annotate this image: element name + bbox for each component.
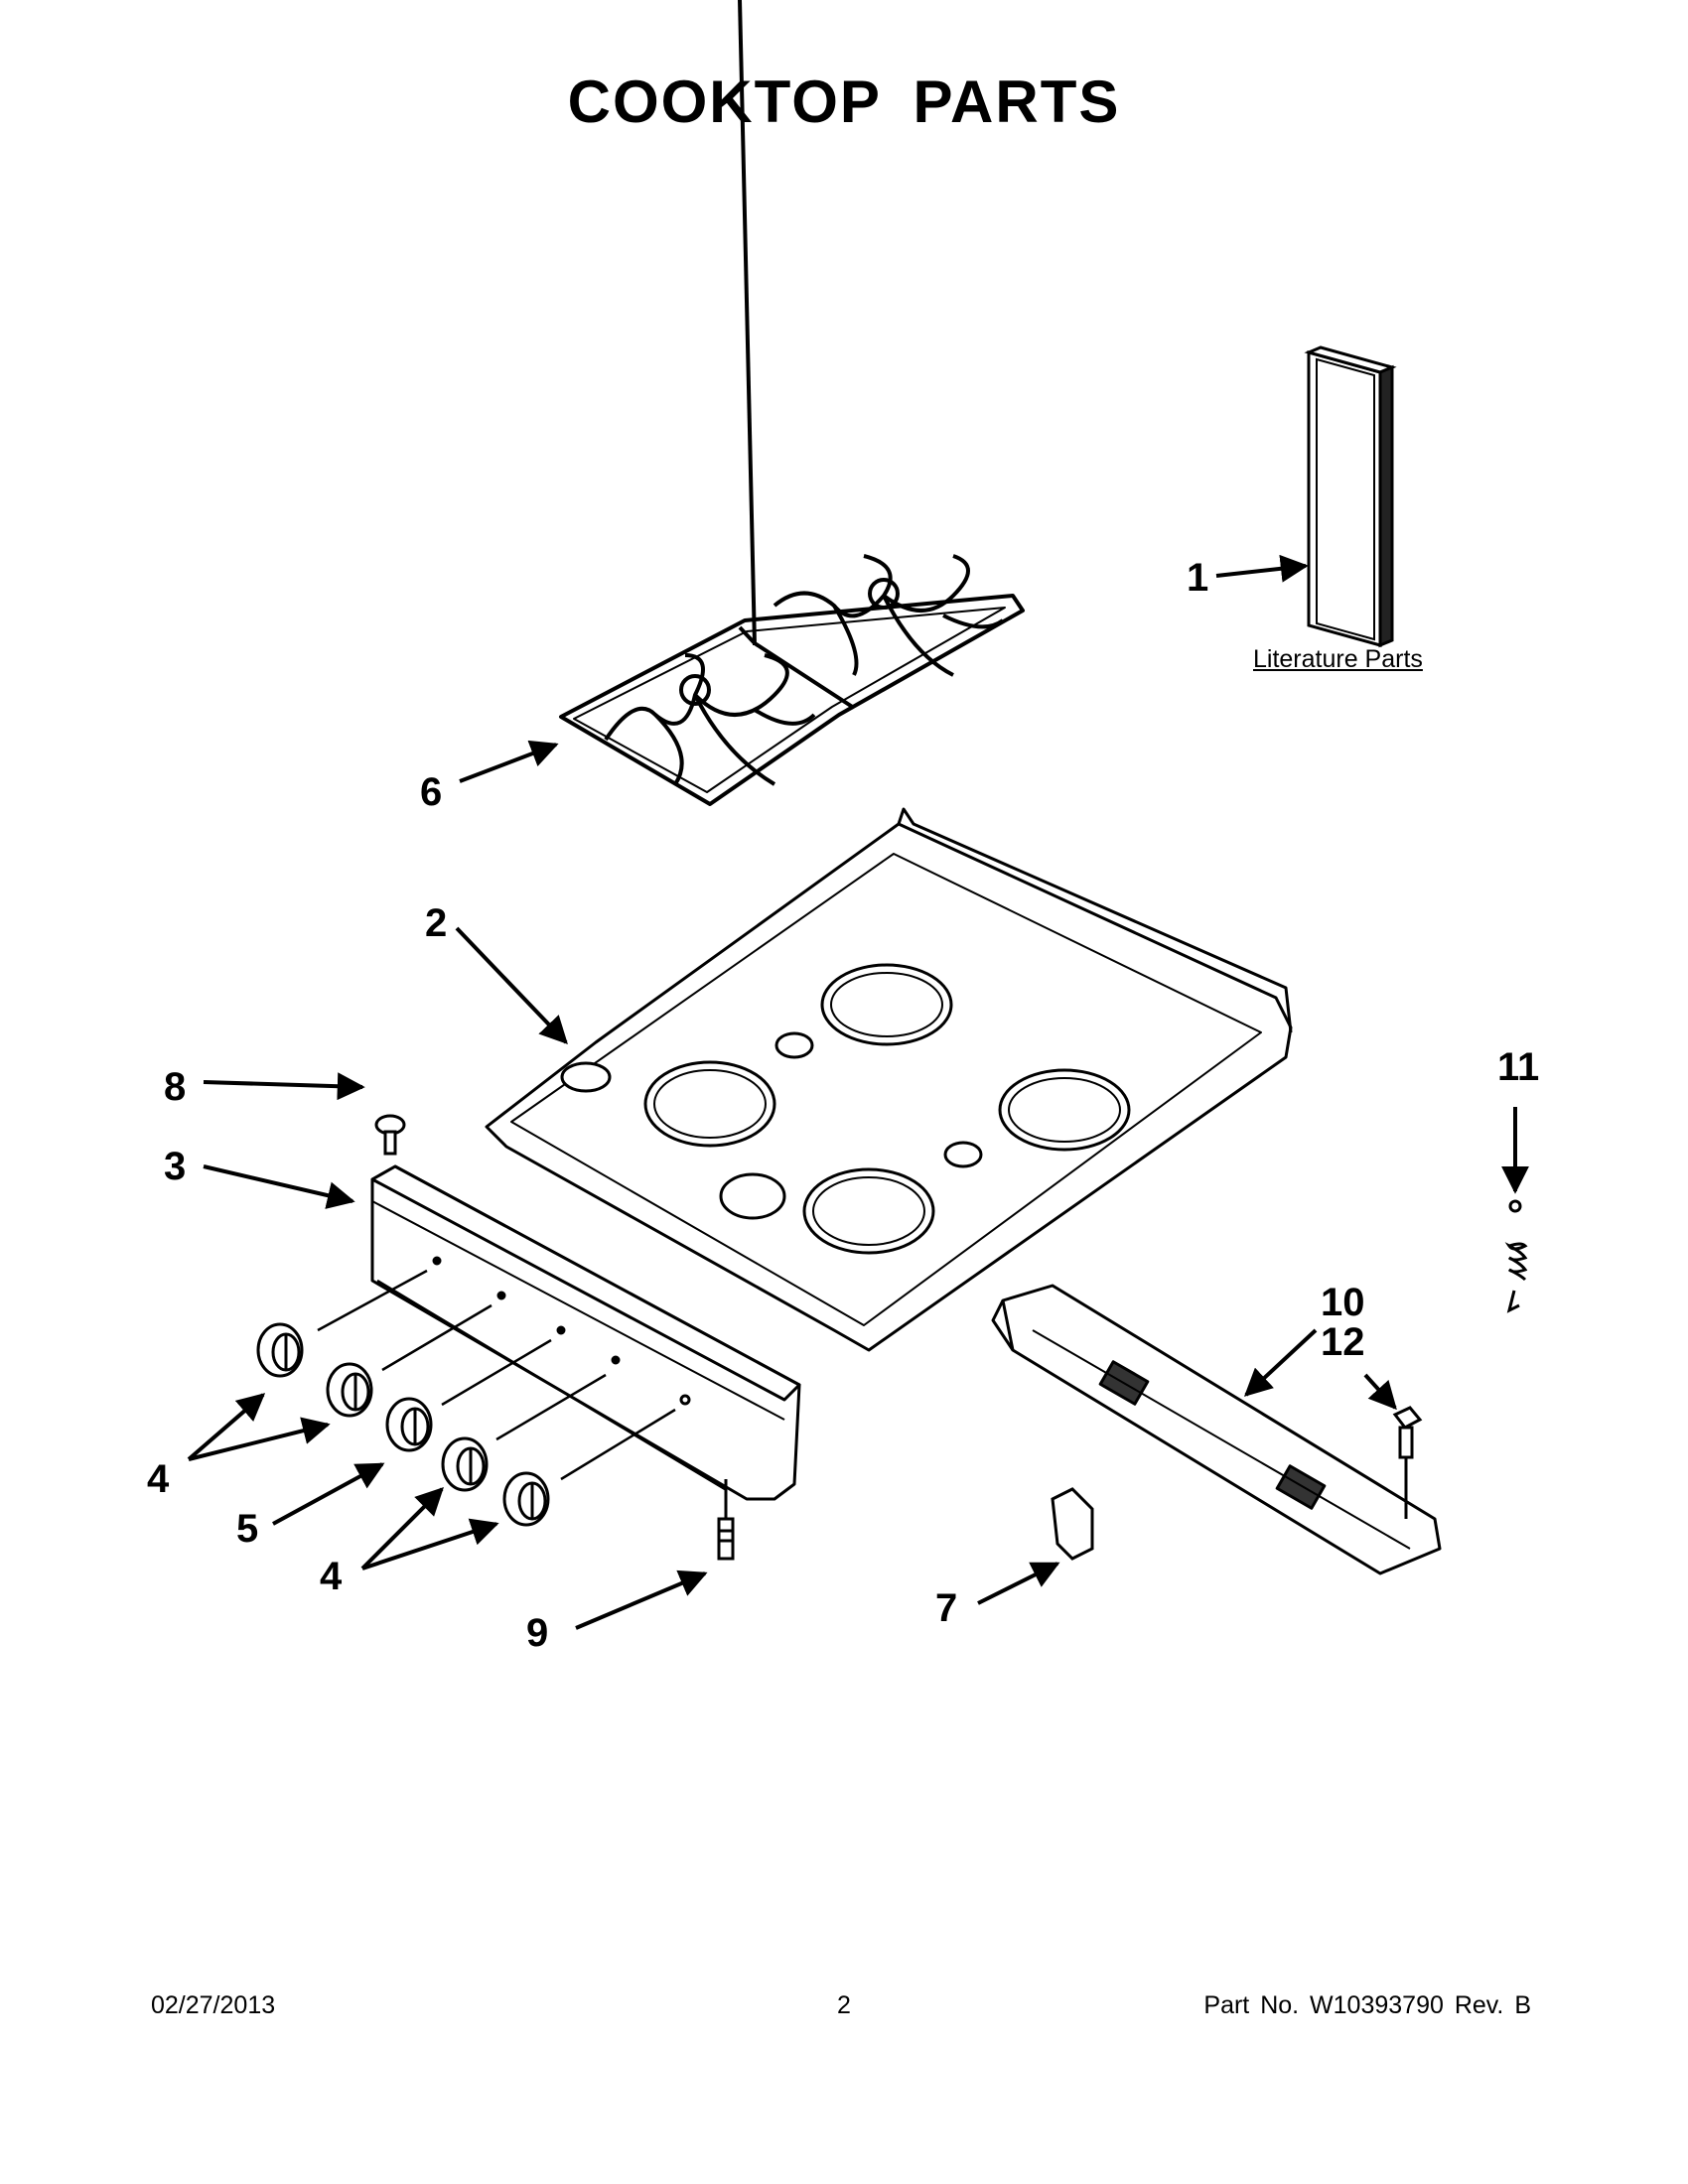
control-knobs bbox=[256, 1322, 550, 1527]
stud-screw bbox=[374, 1114, 406, 1156]
control-panel bbox=[370, 1164, 801, 1501]
footer-date: 02/27/2013 bbox=[151, 1991, 276, 2019]
leader-arrows bbox=[187, 554, 1529, 1630]
footer-page-number: 2 bbox=[837, 1991, 851, 2019]
burner-spring bbox=[1504, 1199, 1528, 1313]
cooktop-main-top bbox=[485, 807, 1293, 1352]
literature-parts-label: Literature Parts bbox=[1253, 645, 1423, 673]
callout-4-lower: 4 bbox=[320, 1555, 343, 1598]
callout-8: 8 bbox=[164, 1065, 187, 1109]
callout-4-upper: 4 bbox=[147, 1457, 170, 1501]
page-title: COOKTOP PARTS bbox=[567, 68, 1121, 135]
knob-1 bbox=[256, 1322, 304, 1378]
callout-9: 9 bbox=[526, 1611, 549, 1655]
literature-parts-book bbox=[1304, 345, 1397, 648]
callout-1: 1 bbox=[1187, 556, 1209, 600]
callout-3: 3 bbox=[164, 1145, 187, 1188]
knob-5 bbox=[502, 1471, 550, 1527]
knob-3 bbox=[385, 1397, 433, 1452]
callout-11: 11 bbox=[1497, 1045, 1540, 1089]
burner-grate bbox=[559, 0, 1025, 806]
knob-guide-lines bbox=[317, 1269, 726, 1491]
bracket-screw bbox=[1392, 1406, 1423, 1519]
callout-10: 10 bbox=[1321, 1281, 1365, 1324]
panel-screw bbox=[717, 1479, 735, 1561]
callout-6: 6 bbox=[420, 770, 443, 814]
callout-12: 12 bbox=[1321, 1320, 1365, 1364]
callout-7: 7 bbox=[935, 1586, 958, 1630]
callout-5: 5 bbox=[236, 1507, 259, 1551]
knob-2 bbox=[326, 1362, 373, 1418]
callout-2: 2 bbox=[425, 901, 448, 945]
rear-bracket bbox=[991, 1284, 1442, 1575]
clip bbox=[1051, 1487, 1094, 1561]
knob-4 bbox=[441, 1436, 489, 1492]
footer-part-number: Part No. W10393790 Rev. B bbox=[1203, 1991, 1531, 2019]
